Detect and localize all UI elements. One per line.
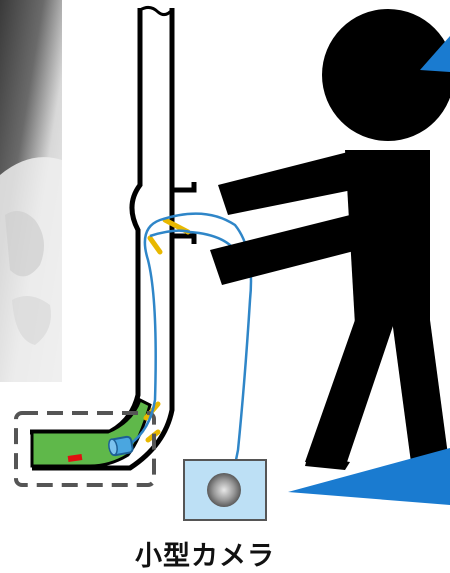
knitted-sweater-photo — [0, 0, 62, 382]
small-camera-caption: 小型カメラ — [0, 534, 410, 573]
stick-figure-icon — [210, 9, 450, 470]
small-camera-icon — [108, 436, 134, 456]
camera-monitor-icon — [184, 460, 266, 520]
